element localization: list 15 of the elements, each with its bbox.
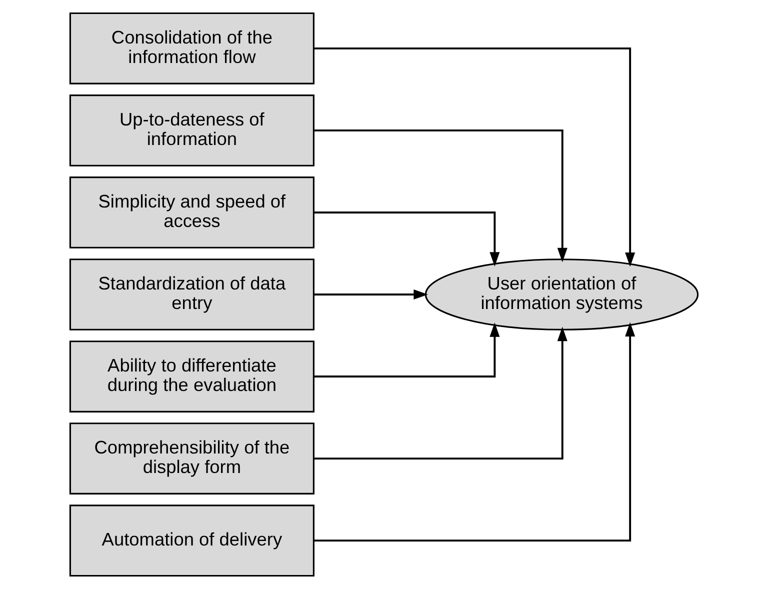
node-box: Simplicity and speed of access	[68, 176, 314, 248]
arrow	[314, 322, 635, 542]
node-box: Consolidation of the information flow	[68, 12, 314, 84]
arrow	[313, 129, 567, 262]
node-ellipse: User orientation of information systems	[424, 258, 698, 330]
arrow	[313, 212, 500, 266]
node-box: Ability to differentiate during the evaluation	[68, 340, 314, 412]
arrow	[314, 289, 428, 300]
node-box: Comprehensibility of the display form	[68, 422, 314, 494]
arrow	[313, 322, 500, 378]
node-box: Standardization of data entry	[68, 258, 314, 330]
arrow	[314, 47, 635, 267]
node-box: Automation of delivery	[68, 504, 314, 577]
node-box: Up-to-dateness of information	[68, 94, 314, 166]
arrow	[313, 326, 567, 460]
